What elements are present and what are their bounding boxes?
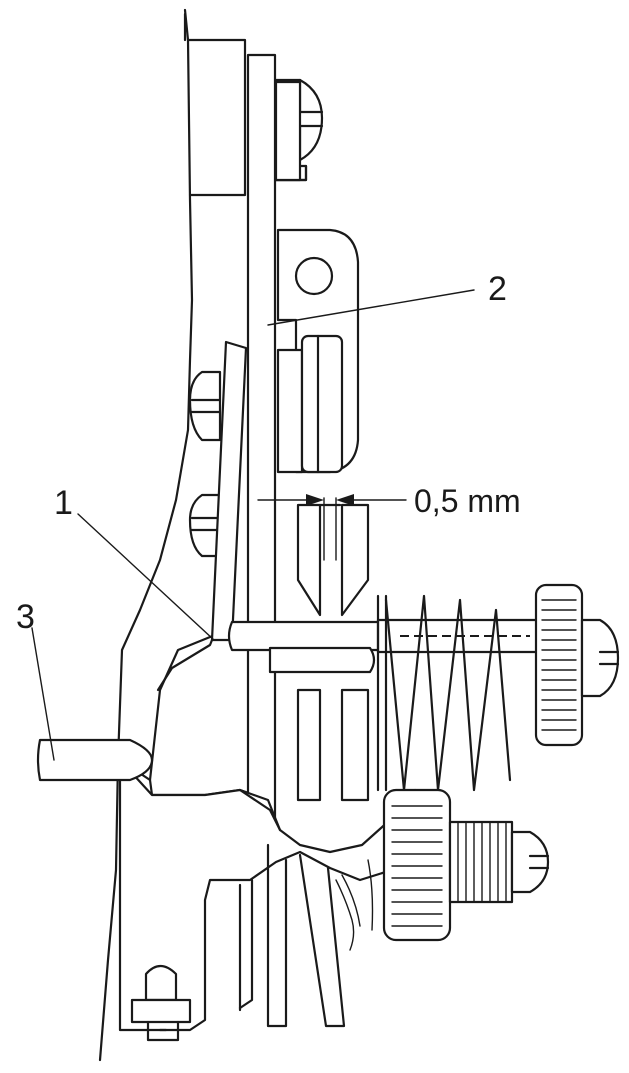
label-part-2: 2 xyxy=(488,270,507,308)
pivot-stud xyxy=(227,620,422,674)
label-part-1: 1 xyxy=(54,484,73,522)
tension-discs xyxy=(296,503,370,802)
knurled-nut-upper xyxy=(534,583,620,747)
bracket xyxy=(276,228,360,474)
lever-plate xyxy=(246,53,277,852)
left-screw-lower xyxy=(188,493,222,558)
knurled-nut-lower xyxy=(382,788,550,942)
dimension-label: 0,5 mm xyxy=(414,483,521,519)
coil-spring xyxy=(376,594,540,792)
leader-lines xyxy=(31,289,475,761)
rod xyxy=(36,738,154,782)
top-screw xyxy=(274,78,324,182)
guide-rods xyxy=(238,843,346,1028)
dimension-marker xyxy=(257,494,407,561)
left-screw-upper xyxy=(188,370,222,442)
thread xyxy=(335,859,374,951)
bottom-screw xyxy=(130,964,192,1042)
label-part-3: 3 xyxy=(16,598,35,636)
